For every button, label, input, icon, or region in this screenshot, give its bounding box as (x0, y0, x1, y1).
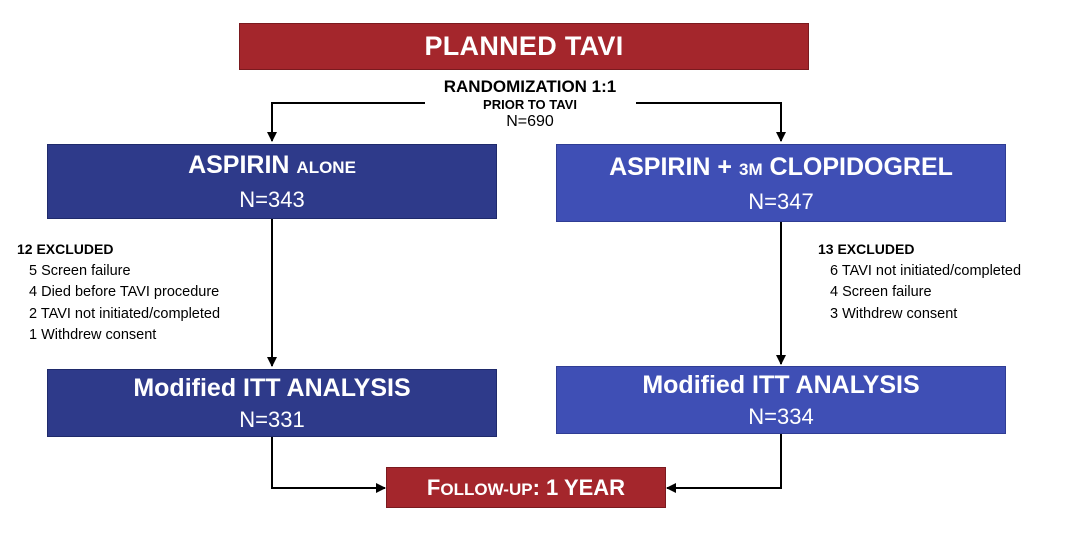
aspirin-alone-title: ASPIRIN ALONE (188, 151, 356, 179)
arrow-right-to-followup (666, 434, 782, 493)
planned-tavi-title: PLANNED TAVI (424, 31, 624, 61)
right-itt-analysis-box: Modified ITT ANALYSIS N=334 (556, 366, 1006, 434)
right-itt-analysis-title: Modified ITT ANALYSIS (642, 371, 920, 399)
randomization-ratio: RANDOMIZATION 1:1 (443, 77, 617, 96)
follow-up-title: FOLLOW-UP: 1 YEAR (426, 474, 626, 500)
aspirin-alone-n: N=343 (239, 187, 305, 212)
left-excluded-item: 2 TAVI not initiated/completed (29, 305, 221, 322)
arrow-left-to-followup (271, 437, 386, 493)
aspirin-clopidogrel-n: N=347 (748, 188, 814, 214)
left-excluded-item: 1 Withdrew consent (29, 327, 157, 343)
right-itt-analysis-n: N=334 (748, 404, 814, 429)
left-itt-analysis-title: Modified ITT ANALYSIS (133, 374, 411, 402)
aspirin-clopidogrel-box: ASPIRIN + 3M CLOPIDOGREL N=347 (556, 144, 1006, 222)
planned-tavi-box: PLANNED TAVI (239, 23, 809, 70)
right-excluded-item: 3 Withdrew consent (830, 305, 958, 322)
aspirin-clopidogrel-title: ASPIRIN + 3M CLOPIDOGREL (609, 152, 953, 181)
left-itt-analysis-box: Modified ITT ANALYSIS N=331 (47, 369, 497, 437)
left-excluded-list: 12 EXCLUDED 5 Screen failure 4 Died befo… (17, 239, 220, 347)
right-excluded-item: 4 Screen failure (830, 284, 932, 300)
left-excluded-item: 5 Screen failure (29, 262, 131, 279)
right-excluded-header: 13 EXCLUDED (818, 241, 915, 257)
left-excluded-header: 12 EXCLUDED (17, 241, 114, 257)
randomization-label: RANDOMIZATION 1:1 PRIOR TO TAVI N=690 (405, 77, 655, 130)
follow-up-box: FOLLOW-UP: 1 YEAR (386, 467, 666, 508)
right-excluded-item: 6 TAVI not initiated/completed (830, 262, 1022, 279)
left-excluded-item: 4 Died before TAVI procedure (29, 284, 220, 300)
arrow-to-left-arm (267, 102, 425, 142)
arrow-to-right-arm (636, 102, 786, 142)
right-excluded-list: 13 EXCLUDED 6 TAVI not initiated/complet… (818, 239, 1021, 325)
left-itt-analysis-n: N=331 (239, 407, 305, 432)
randomization-timing: PRIOR TO TAVI (483, 97, 577, 112)
randomization-n: N=690 (506, 113, 554, 130)
aspirin-alone-box: ASPIRIN ALONE N=343 (47, 144, 497, 219)
